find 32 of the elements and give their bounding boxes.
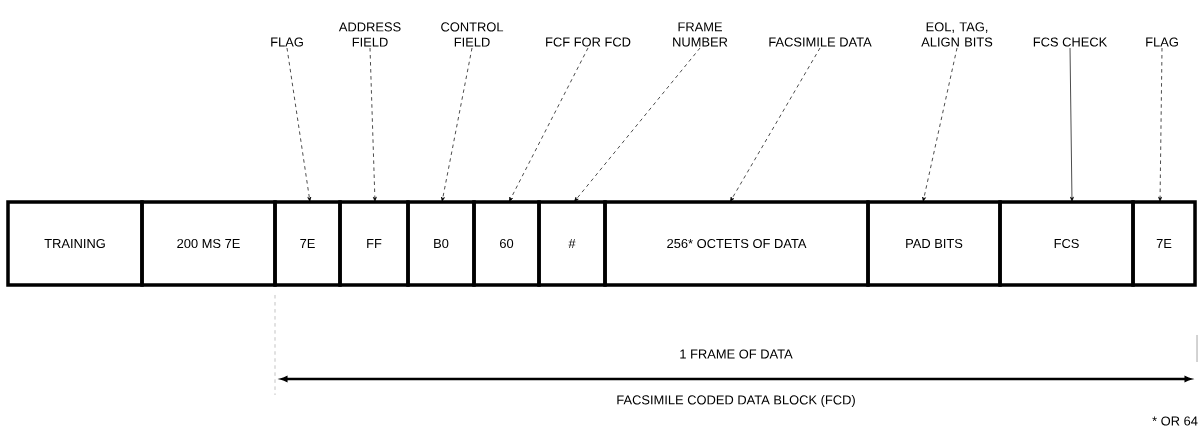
field-box: B0: [406, 200, 476, 287]
field-box: 60: [472, 200, 541, 287]
leader-line: [369, 47, 377, 202]
field-label: CONTROL FIELD: [441, 22, 504, 47]
field-box: PAD BITS: [866, 200, 1002, 287]
leader-line: [1158, 47, 1163, 202]
leader-line: [1069, 47, 1074, 202]
field-box: 7E: [1131, 200, 1197, 287]
field-label: FCF FOR FCD: [546, 37, 631, 47]
leader-line: [509, 47, 589, 202]
field-box: 7E: [273, 200, 342, 287]
dimension-label: FACSIMILE CODED DATA BLOCK (FCD): [615, 393, 857, 409]
footnote: * OR 64: [1150, 415, 1199, 427]
field-label: FRAME NUMBER: [673, 22, 728, 47]
field-box: 200 MS 7E: [140, 200, 277, 287]
field-box: FCS: [998, 200, 1135, 287]
field-box: FF: [338, 200, 410, 287]
field-box: 256* OCTETS OF DATA: [603, 200, 870, 287]
leader-line: [730, 47, 821, 202]
field-label: FACSIMILE DATA: [769, 37, 872, 47]
field-label: FCS CHECK: [1033, 37, 1108, 47]
field-box: TRAINING: [6, 200, 144, 287]
field-label: FLAG: [1146, 37, 1178, 47]
field-label: ADDRESS FIELD: [338, 22, 401, 47]
leader-line: [286, 47, 312, 202]
dimension-label: 1 FRAME OF DATA: [678, 348, 794, 360]
field-box: #: [537, 200, 607, 287]
leader-line: [441, 47, 473, 202]
field-label: FLAG: [271, 37, 303, 47]
leader-line: [922, 47, 958, 202]
field-label: EOL, TAG, ALIGN BITS: [921, 22, 993, 47]
leader-line: [574, 47, 701, 202]
